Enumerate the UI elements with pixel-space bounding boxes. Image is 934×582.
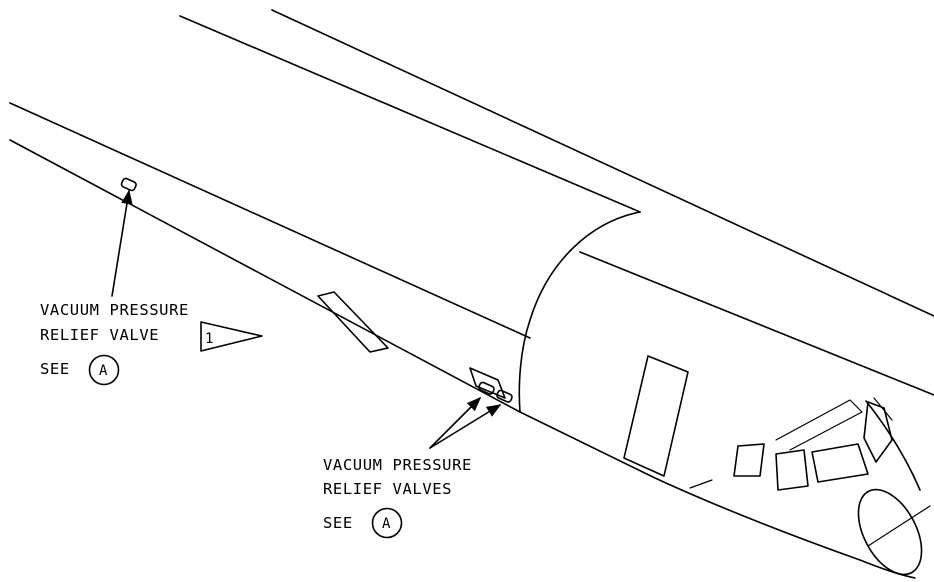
relief-valve-lower-1: [478, 381, 495, 395]
callout-upper: VACUUM PRESSURE RELIEF VALVE 1 SEE A: [40, 189, 263, 386]
callout-lower-line2: RELIEF VALVES: [323, 480, 452, 498]
detail-circle-upper: [88, 354, 120, 386]
nose-crown-line: [579, 251, 934, 396]
relief-valve-upper: [120, 177, 137, 192]
nose-belly-line: [519, 411, 916, 579]
door-sill-mark: [689, 479, 713, 489]
fuselage-side-upper-line: [9, 102, 531, 339]
callout-lower-line1: VACUUM PRESSURE: [323, 456, 472, 474]
detail-circle-lower: [371, 507, 403, 539]
radome-seam: [867, 505, 931, 547]
cockpit-window-3: [811, 443, 869, 483]
callout-upper-line2: RELIEF VALVE: [40, 326, 159, 344]
nose-section: [519, 400, 931, 579]
cockpit-windows: [733, 397, 893, 491]
fuselage-side-lower-line: [9, 139, 521, 413]
entry-door: [623, 355, 689, 477]
detail-ref-lower: A: [382, 516, 391, 532]
cockpit-window-1: [733, 443, 765, 477]
callout-upper-line1: VACUUM PRESSURE: [40, 301, 189, 319]
note-flag-triangle: [200, 321, 263, 352]
windshield-frame: [775, 399, 863, 451]
crown-line-lower: [179, 15, 641, 213]
lower-door-panel: [317, 291, 389, 353]
leader-arrow-lower-1: [429, 396, 482, 449]
valve-access-panel: [469, 367, 506, 399]
nose-joint-ring: [518, 211, 641, 413]
fuselage-body: [9, 9, 934, 413]
crown-line-upper: [271, 9, 934, 317]
leader-arrow-lower-2: [429, 404, 502, 449]
cockpit-window-2: [775, 449, 809, 491]
callout-lower-see: SEE: [323, 514, 353, 532]
callout-lower: VACUUM PRESSURE RELIEF VALVES SEE A: [323, 396, 502, 539]
note-flag-number: 1: [205, 331, 213, 347]
radome-tip: [857, 488, 923, 576]
leader-arrow-upper: [111, 189, 133, 297]
nose-upper-curve: [865, 400, 921, 491]
relief-valve-lower-2: [496, 389, 513, 403]
detail-ref-upper: A: [99, 363, 108, 379]
eyebrow-window-edge: [873, 397, 893, 421]
callout-upper-see: SEE: [40, 360, 70, 378]
